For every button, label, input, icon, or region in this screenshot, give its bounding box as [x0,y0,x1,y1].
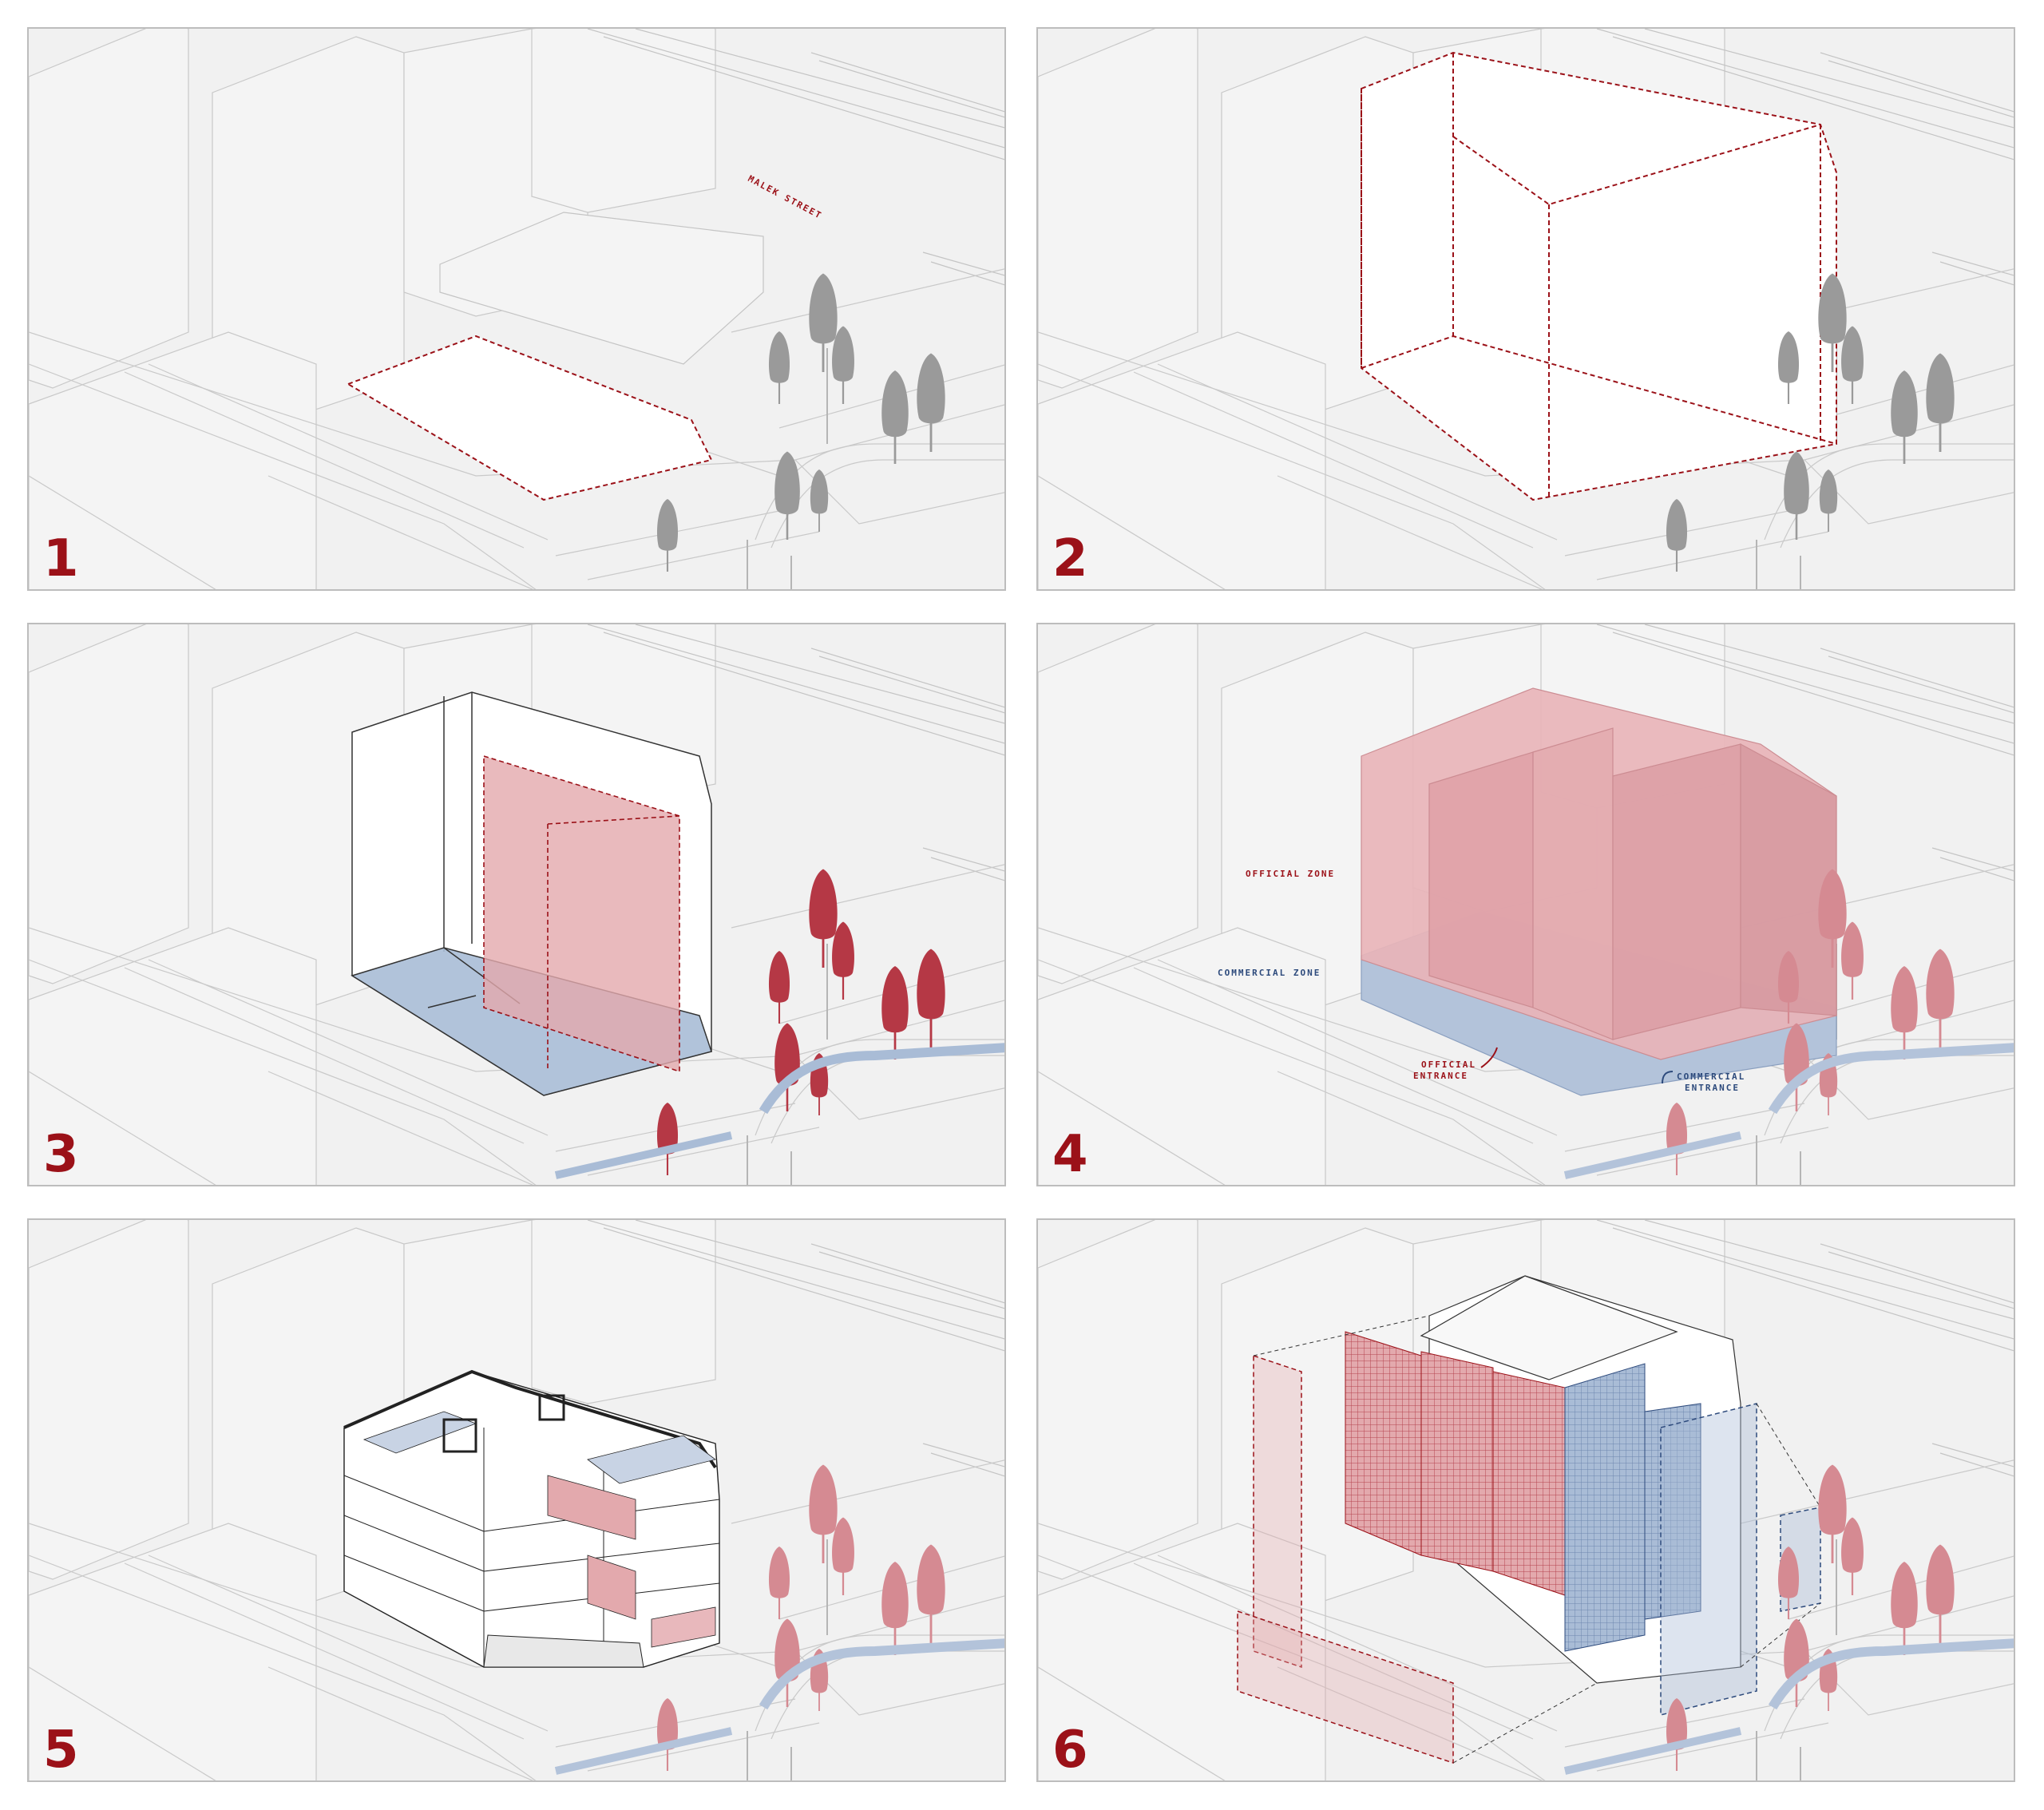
commercial-entrance-arrow [1662,1071,1674,1084]
official-volume [1361,687,1837,1060]
site-footprint [346,335,713,501]
cutaway-building [343,1369,720,1668]
site-context-drawing [29,624,1004,1185]
site-context-drawing [1038,1220,2014,1780]
official-zone-label: OFFICIAL ZONE [1246,869,1335,879]
site-context-drawing [1038,29,2014,589]
step-number: 1 [43,529,79,588]
panel-4: OFFICIAL ZONE COMMERCIAL ZONE OFFICIAL E… [1036,623,2015,1186]
extruded-volume [1361,51,1837,501]
panel-1: MALEK STREET 1 [27,27,1006,591]
step-number: 3 [43,1125,79,1184]
official-entrance-label-2: ENTRANCE [1413,1071,1468,1081]
official-entrance-label: OFFICIAL [1421,1059,1476,1070]
step-number: 4 [1052,1125,1088,1184]
step-number: 5 [43,1721,79,1780]
facade-screen-blue [1564,1363,1701,1652]
street-label: MALEK STREET [747,173,824,221]
explosion-guides [1253,1315,1821,1764]
step-number: 2 [1052,529,1088,588]
facade-screen-red [1345,1331,1566,1596]
step-number: 6 [1052,1721,1088,1780]
commercial-zone-label: COMMERCIAL ZONE [1218,968,1321,978]
panel-5: 5 [27,1218,1006,1782]
panel-6: 6 [1036,1218,2015,1782]
panel-2: 2 [1036,27,2015,591]
official-entrance-arrow [1480,1047,1498,1068]
site-context-drawing: OFFICIAL ZONE COMMERCIAL ZONE OFFICIAL E… [1038,624,2014,1185]
site-context-drawing [29,1220,1004,1780]
commercial-entrance-label: COMMERCIAL [1677,1071,1745,1082]
commercial-entrance-label-2: ENTRANCE [1685,1083,1740,1093]
cutting-plane [483,754,680,1073]
panel-3: 3 [27,623,1006,1186]
site-context-drawing: MALEK STREET [29,29,1004,589]
